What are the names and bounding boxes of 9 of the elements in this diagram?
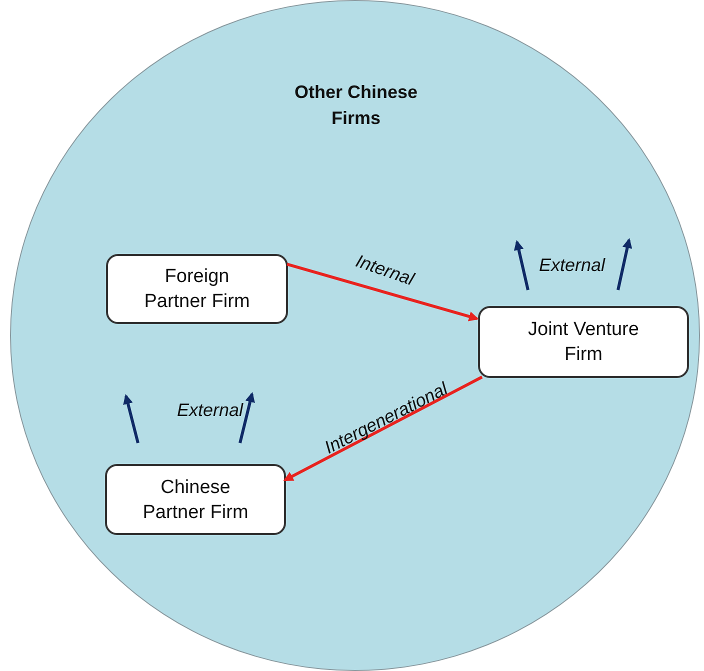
firm-box: Joint Venture Firm <box>478 306 689 378</box>
flow-label: External <box>538 254 606 276</box>
firm-box: Chinese Partner Firm <box>105 464 286 535</box>
circle-heading: Other Chinese Firms <box>293 81 419 130</box>
flow-label: External <box>176 399 244 421</box>
edge-label: Internal <box>353 250 417 290</box>
firm-box: Foreign Partner Firm <box>106 254 288 324</box>
arrow <box>283 376 483 482</box>
arrow <box>286 262 479 322</box>
